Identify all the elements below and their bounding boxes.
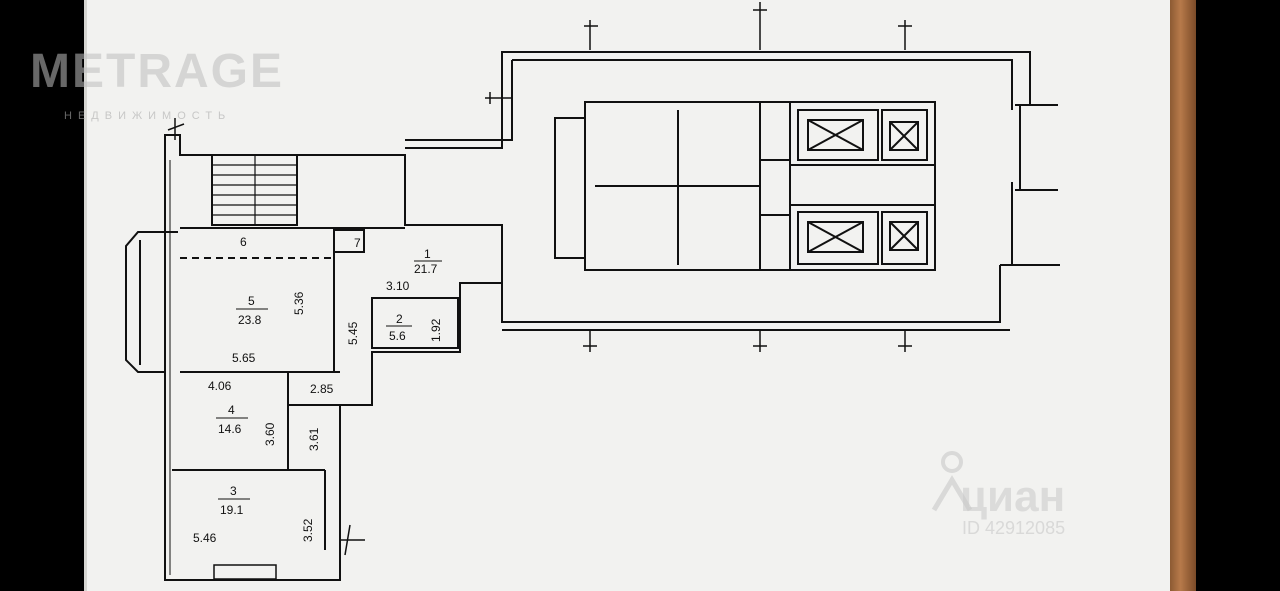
dim-310: 3.10: [386, 279, 410, 293]
room-1-number: 1: [424, 247, 431, 261]
paper-edge: [84, 0, 87, 591]
dim-565: 5.65: [232, 351, 256, 365]
room-3-area: 19.1: [220, 503, 244, 517]
dim-546: 5.46: [193, 531, 217, 545]
dim-536: 5.36: [292, 291, 306, 315]
dim-360: 3.60: [263, 422, 277, 446]
room-4-area: 14.6: [218, 422, 242, 436]
wood-background: [1170, 0, 1196, 591]
room-7-number: 7: [354, 236, 361, 250]
room-3-number: 3: [230, 484, 237, 498]
room-2-number: 2: [396, 312, 403, 326]
dim-545: 5.45: [346, 321, 360, 345]
cian-logo: циан: [960, 472, 1066, 521]
listing-id: ID 42912085: [962, 518, 1066, 538]
metrage-subtitle: НЕДВИЖИМОСТЬ: [64, 110, 232, 122]
room-1-area: 21.7: [414, 262, 438, 276]
dim-285: 2.85: [310, 382, 334, 396]
location-pin-icon: [931, 451, 973, 512]
dim-406: 4.06: [208, 379, 232, 393]
metrage-logo: METRAGE: [30, 45, 284, 98]
room-6-number: 6: [240, 235, 247, 249]
dim-361: 3.61: [307, 427, 321, 451]
room-5-number: 5: [248, 294, 255, 308]
dim-192: 1.92: [429, 318, 443, 342]
room-4-number: 4: [228, 403, 235, 417]
room-5-area: 23.8: [238, 313, 262, 327]
dim-352: 3.52: [301, 518, 315, 542]
corridor-outline: [405, 51, 1031, 323]
room-2-area: 5.6: [389, 329, 406, 343]
